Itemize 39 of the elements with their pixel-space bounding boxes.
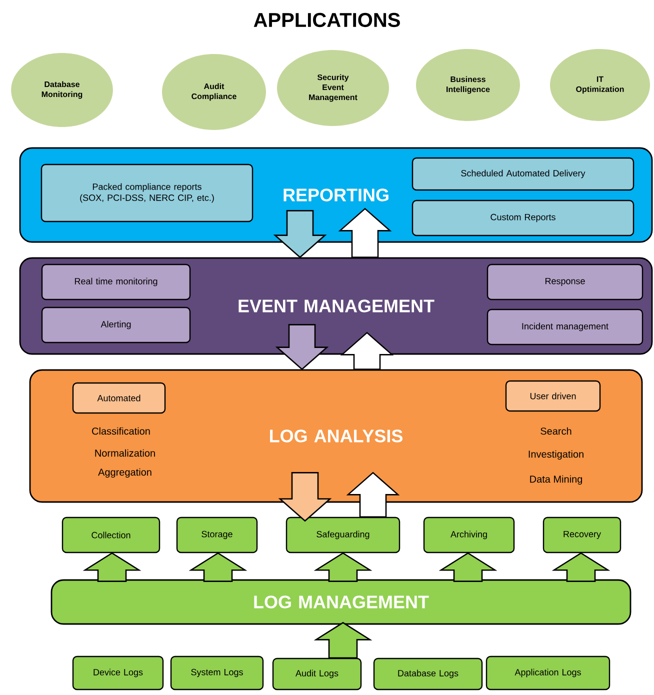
block-arrow [314, 552, 372, 582]
list-item: Investigation [528, 450, 584, 460]
list-item: Classification [92, 427, 150, 435]
list-item: Search [540, 427, 572, 435]
list-item: Aggregation [98, 468, 152, 478]
title: APPLICATIONS [254, 12, 400, 28]
function-box: User driven [505, 380, 601, 412]
function-box: Response [486, 264, 644, 300]
log-source-box: Application Logs [486, 656, 610, 690]
function-box: Scheduled Automated Delivery [412, 157, 634, 191]
block-arrow [82, 552, 142, 582]
log-source-box: System Logs [170, 656, 264, 690]
block-arrow [438, 552, 498, 582]
function-box: Real time monitoring [41, 264, 191, 300]
layer-band: LOG MANAGEMENT [50, 579, 632, 625]
block-arrow [338, 208, 392, 258]
function-box: Safeguarding [286, 516, 400, 554]
log-source-box: Audit Logs [272, 658, 362, 690]
function-box: Custom Reports [412, 200, 634, 236]
function-box: Recovery [542, 516, 622, 554]
list-item: Data Mining [530, 475, 582, 485]
block-arrow [346, 472, 400, 518]
block-arrow [340, 332, 394, 370]
block-arrow [275, 324, 329, 370]
function-box: Collection [62, 516, 160, 554]
block-arrow [188, 552, 248, 582]
list-item: Normalization [95, 449, 155, 457]
block-arrow [278, 472, 332, 522]
block-arrow [552, 552, 610, 582]
block-arrow [273, 210, 327, 258]
function-box: Archiving [423, 516, 515, 554]
function-box: Storage [176, 516, 258, 554]
log-source-box: Database Logs [373, 658, 483, 690]
log-source-box: Device Logs [72, 656, 164, 690]
block-arrow [314, 622, 372, 659]
function-box: Automated [72, 382, 166, 414]
function-box: Packed compliance reports (SOX, PCI-DSS, NERC CIP, etc.) [40, 164, 254, 222]
function-box: Incident management [486, 308, 644, 346]
function-box: Alerting [41, 306, 191, 344]
